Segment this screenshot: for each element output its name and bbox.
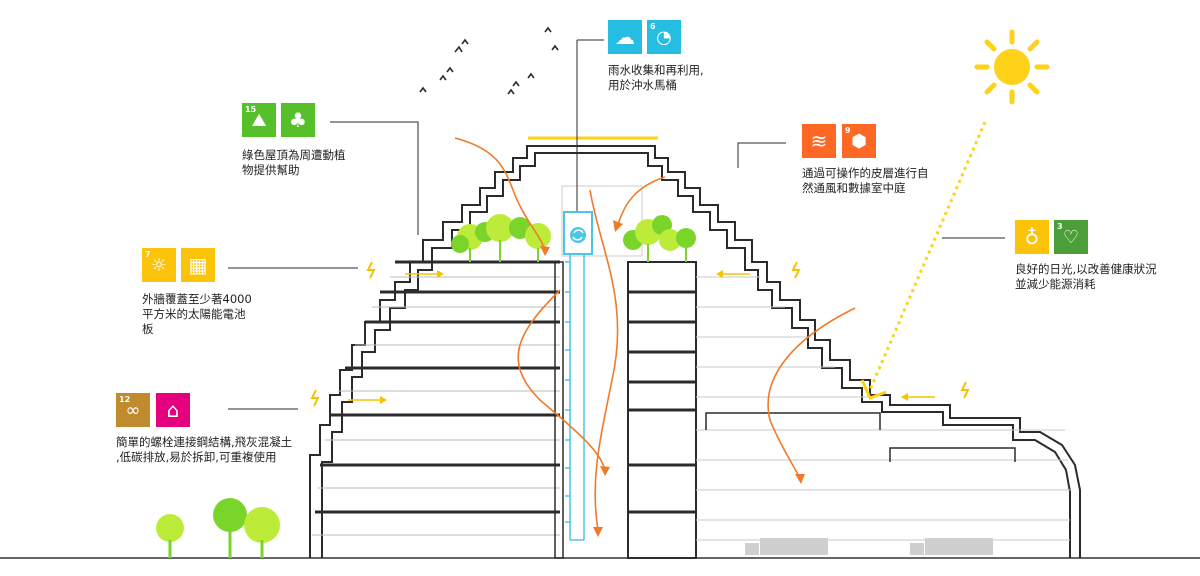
- sdg-goal7-badge: 7 ☼: [142, 248, 176, 282]
- sdg-goal3-badge: 3 ♡: [1054, 220, 1088, 254]
- data-hall-lower: [889, 447, 1016, 462]
- sdg-goal3-number: 3: [1057, 222, 1063, 231]
- floor-lines-left: [312, 276, 560, 536]
- cubes-icon: ⬢: [851, 131, 867, 152]
- sdg-goal12-number: 12: [119, 395, 131, 404]
- sunlight-ray: [868, 121, 987, 391]
- sdg-goal6-number: 6: [650, 22, 656, 31]
- infinity-icon: ∞: [125, 400, 141, 421]
- core-left: [554, 261, 564, 559]
- sun-icon: [974, 29, 1050, 105]
- roof-trees-right: [623, 215, 696, 262]
- caption-rain-harvesting: 雨水收集和再利用, 用於沖水馬桶: [608, 63, 704, 92]
- sun-small-icon: ☼: [150, 255, 168, 276]
- trucks: [745, 538, 993, 555]
- caption-green-roof: 綠色屋頂為周遭動植 物提供幫助: [242, 148, 346, 177]
- energy-arrows: [348, 273, 935, 401]
- wind-icon: ≋: [802, 124, 836, 158]
- roof-trees-left: [451, 214, 551, 262]
- ground-trees: [156, 498, 280, 558]
- leader-lines: [228, 121, 1005, 410]
- sdg-goal15-badge: 15 ⛰: [242, 103, 276, 137]
- heartbeat-icon: ♡: [1062, 227, 1080, 248]
- birds: [419, 26, 559, 95]
- airflow-arrowheads: [540, 220, 805, 537]
- core-right: [627, 261, 697, 559]
- sunlight-arrowhead: [860, 379, 887, 400]
- energy-arrowheads: [380, 270, 908, 404]
- inner-skin: [321, 152, 1071, 558]
- caption-daylight: 良好的日光,以改善健康狀況 並減少能源消耗: [1015, 262, 1157, 291]
- light-bulb-icon: ♁: [1015, 220, 1049, 254]
- sdg-goal7-number: 7: [145, 250, 151, 259]
- airflow-arrows: [454, 137, 856, 531]
- solar-panel-icon: ▦: [181, 248, 215, 282]
- sdg-goal15-number: 15: [245, 105, 257, 114]
- data-hall-upper: [705, 412, 881, 430]
- sdg-goal9-badge: 9 ⬢: [842, 124, 876, 158]
- sdg-goal12-badge: 12 ∞: [116, 393, 150, 427]
- sdg-goal9-number: 9: [845, 126, 851, 135]
- floor-slabs-left: [315, 260, 560, 514]
- lightning-icons: [310, 261, 970, 407]
- rain-cloud-icon: ☁: [608, 20, 642, 54]
- tree-icon: ♣: [281, 103, 315, 137]
- rainwater-system: [563, 39, 604, 541]
- caption-steel-structure: 簡單的螺栓連接鋼結構,飛灰混凝土 ,低碳排放,易於拆卸,可重複使用: [116, 435, 293, 464]
- sdg-goal6-badge: 6 ◔: [647, 20, 681, 54]
- caption-natural-ventilation: 通過可操作的皮層進行自 然通風和數據室中庭: [802, 166, 929, 195]
- house-icon: ⌂: [156, 393, 190, 427]
- caption-solar-panels: 外牆覆蓋至少著4000 平方米的太陽能電池 板: [142, 292, 252, 336]
- tree-landscape-icon: ⛰: [251, 110, 267, 131]
- water-drop-icon: ◔: [656, 27, 672, 48]
